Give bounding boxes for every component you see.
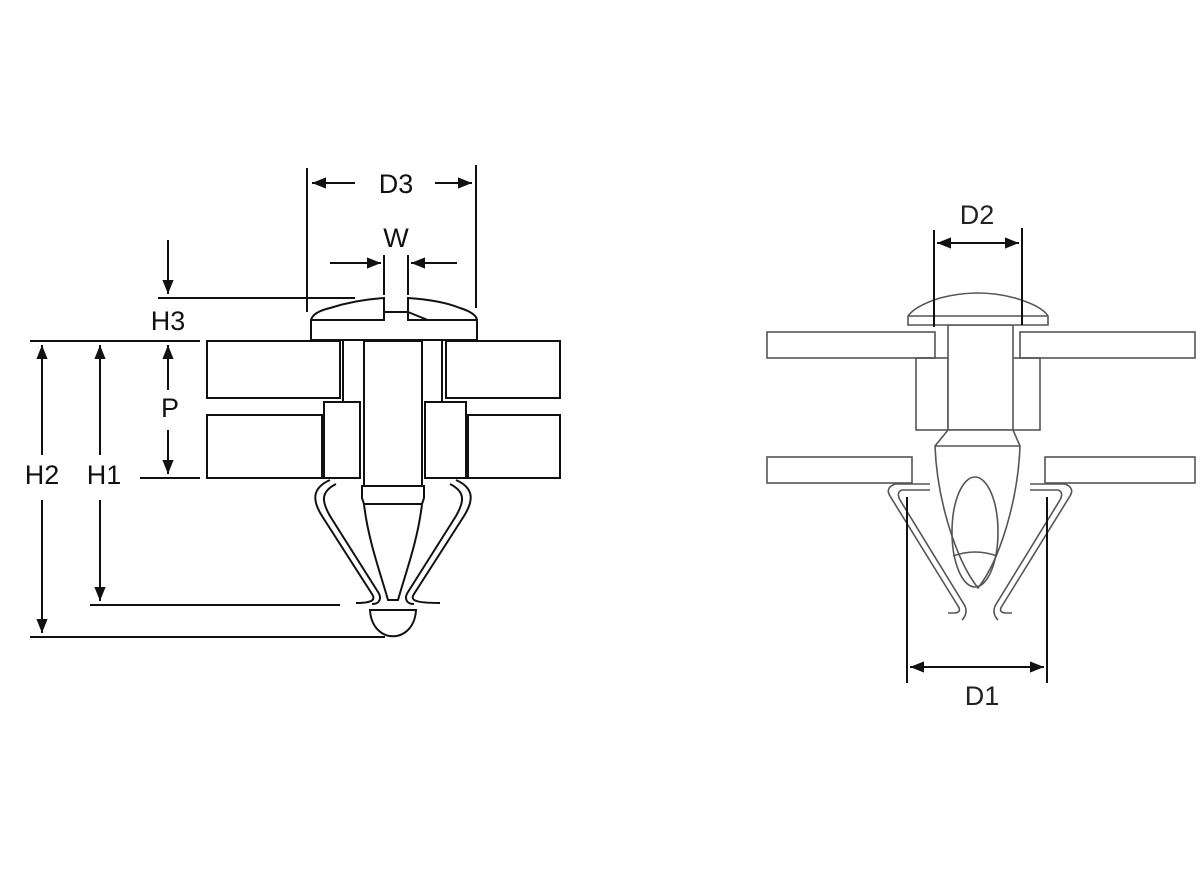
bottom-panel-left	[766, 456, 913, 484]
label-p: P	[161, 393, 179, 423]
rivet-shank	[363, 340, 423, 487]
label-d1: D1	[965, 681, 1000, 711]
left-view: D3 W H3 P H2 H1	[25, 165, 561, 638]
label-h1: H1	[87, 460, 122, 490]
top-panel-left	[206, 340, 341, 399]
label-d2: D2	[960, 200, 995, 230]
rivet-tip	[934, 429, 1021, 590]
spring-clip-left	[887, 483, 967, 621]
rivet-tip	[361, 485, 425, 601]
rivet-shank	[947, 324, 1014, 431]
rivet-head	[310, 296, 478, 342]
top-panel-right	[445, 340, 561, 399]
spring-clip-left	[314, 479, 381, 605]
grommet-right	[1009, 357, 1041, 431]
tip-window	[951, 476, 999, 588]
label-h2: H2	[25, 460, 60, 490]
label-d3: D3	[379, 169, 414, 199]
grommet-right	[424, 401, 467, 479]
label-w: W	[383, 223, 409, 253]
rivet-tip-dome	[368, 609, 418, 638]
spring-clip-right	[405, 479, 472, 605]
spring-clip-right	[993, 483, 1073, 621]
top-panel-right	[1019, 331, 1196, 359]
bottom-panel-right	[467, 414, 561, 479]
grommet-left	[323, 401, 361, 479]
grommet-left	[915, 357, 949, 431]
top-panel-left	[766, 331, 936, 359]
label-h3: H3	[151, 306, 186, 336]
right-view: D2 D1	[766, 200, 1196, 711]
rivet-head	[907, 292, 1049, 326]
bottom-panel-left	[206, 414, 323, 479]
bottom-panel-right	[1044, 456, 1196, 484]
